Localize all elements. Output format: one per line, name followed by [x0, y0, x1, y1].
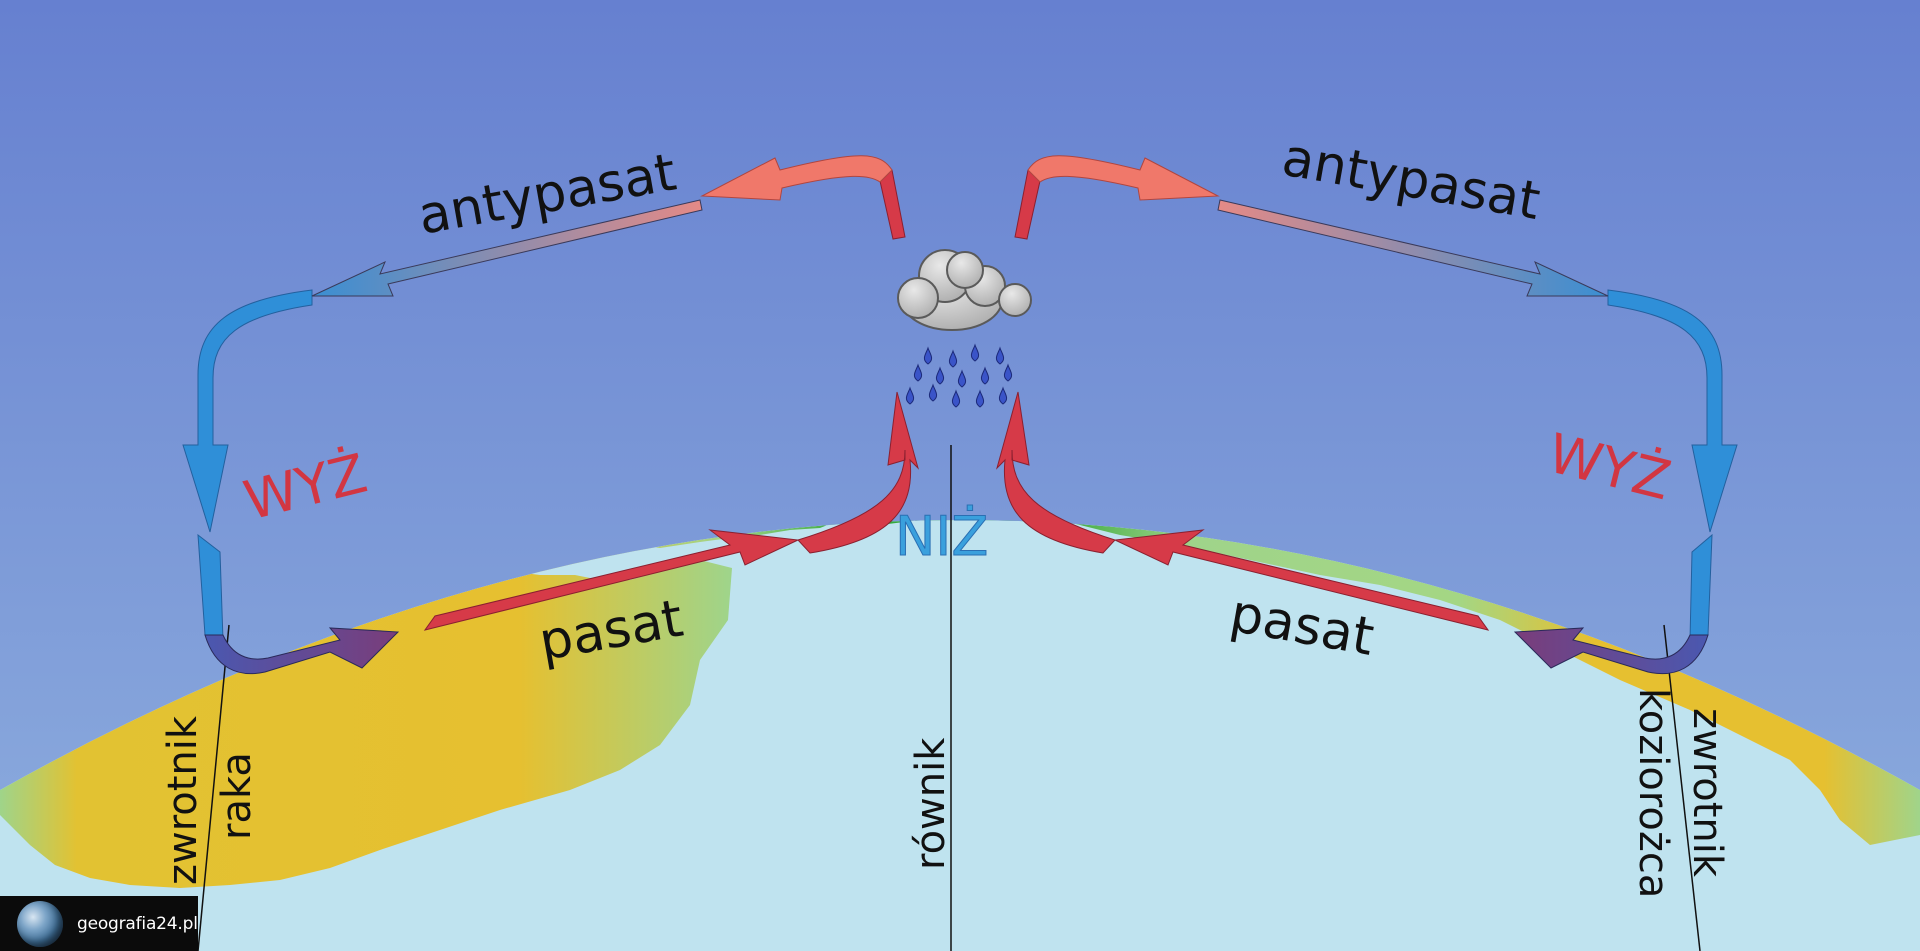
label-rownik: równik	[908, 737, 954, 870]
corner-arrow-left	[204, 627, 400, 675]
tropic-of-capricorn-line	[1663, 624, 1701, 951]
cloud-icon	[897, 249, 1032, 331]
brand-name: geografia24.pl	[77, 913, 198, 934]
right-circulation-cell	[996, 155, 1738, 675]
label-zwrotnik-koziorozca-1: zwrotnik	[1684, 708, 1730, 878]
rising-arrow-right	[996, 391, 1116, 554]
rain-drop	[905, 386, 915, 405]
antitrade-arrow-left	[311, 199, 703, 297]
upper-turn-arrow-left	[700, 155, 893, 201]
rain-drop	[980, 366, 990, 385]
earth	[0, 520, 1920, 951]
rising-arrow-left	[797, 391, 919, 554]
upper-turn-arrow-right	[1027, 155, 1220, 201]
label-niz: NIŻ	[895, 505, 988, 568]
tropic-of-cancer-line	[197, 624, 230, 951]
land-belt	[0, 520, 1920, 888]
rain-drop	[998, 386, 1008, 405]
brand-badge[interactable]: geografia24.pl	[0, 896, 198, 951]
trade-wind-arrow-left	[423, 529, 800, 631]
rain-drop	[935, 366, 945, 385]
trade-wind-arrow-right	[1113, 529, 1490, 631]
rain-drop	[970, 343, 980, 362]
descending-arrow-right-upper	[1607, 289, 1738, 533]
label-zwrotnik-koziorozca-2: koziorożca	[1630, 688, 1676, 898]
descending-arrow-left-upper	[182, 289, 313, 533]
label-zwrotnik-raka-2: raka	[214, 752, 260, 840]
label-zwrotnik-raka-1: zwrotnik	[160, 715, 206, 885]
rain-drop	[923, 346, 933, 365]
globe-icon	[17, 900, 63, 947]
rain-drop	[995, 346, 1005, 365]
rain-drop	[951, 389, 961, 408]
rain-drop	[948, 349, 958, 368]
rain-drop	[928, 383, 938, 402]
left-circulation-cell	[182, 155, 919, 675]
descending-arrow-right-lower	[1689, 533, 1713, 641]
rain-drop	[1003, 363, 1013, 382]
rain-icon	[905, 343, 1013, 408]
rain-drop	[913, 363, 923, 382]
rain-drop	[975, 389, 985, 408]
corner-arrow-right	[1513, 627, 1709, 675]
antitrade-arrow-right	[1217, 199, 1609, 297]
rain-drop	[957, 369, 967, 388]
